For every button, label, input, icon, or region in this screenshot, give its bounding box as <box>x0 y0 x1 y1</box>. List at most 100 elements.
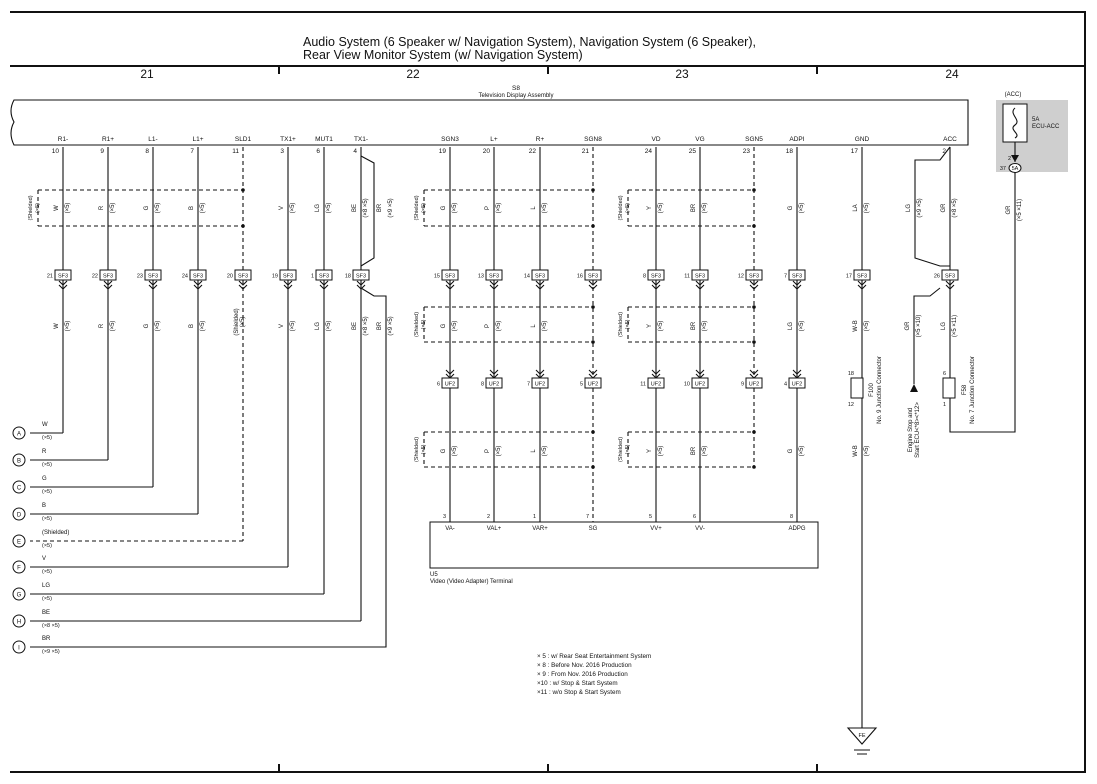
sf3-connector-pin: 11 <box>684 274 690 280</box>
assembly-pin-number: 18 <box>786 148 794 155</box>
ground-label: FE <box>858 733 865 739</box>
wire-color-label: BR <box>691 203 697 212</box>
sf3-connector-box <box>315 269 333 281</box>
shield-dot <box>752 188 756 192</box>
sf3-connector-label: SF3 <box>283 274 293 280</box>
junction-f100-name: No. 9 Junction Connector <box>877 356 883 424</box>
assembly-pin-label: GND <box>855 136 870 143</box>
assembly-pin-number: 7 <box>190 148 194 155</box>
junction-f100-pin-top: 18 <box>848 371 854 377</box>
arrow-icon <box>489 280 499 290</box>
arrow-icon <box>356 280 366 290</box>
sf3-connector-pin: 13 <box>478 274 484 280</box>
wire-code-label: (×5) <box>240 317 246 328</box>
video-adapter-pin-label: VV+ <box>650 526 662 532</box>
wire-color-label: G <box>441 323 447 328</box>
uf2-connector-pin: 11 <box>640 382 646 388</box>
uf2-connector-label: UF2 <box>792 382 802 388</box>
shield-outline <box>627 189 754 227</box>
wire-code-label: (×5) <box>496 446 502 457</box>
assembly-pin-label: R1+ <box>102 136 114 143</box>
engine-ecu-label-line2: Start ECU<*8><*12> <box>915 402 921 458</box>
wire <box>30 287 387 648</box>
wire-color-label: B <box>189 324 195 328</box>
terminal-circle <box>12 587 26 601</box>
junction-f100-pin-bottom: 12 <box>848 402 854 408</box>
wire-color-label: G <box>441 448 447 453</box>
video-adapter-pin-label: VAL+ <box>487 526 502 532</box>
shield-dot <box>591 430 595 434</box>
column-number: 22 <box>406 67 420 81</box>
wire-layer <box>30 146 1016 728</box>
wire-code-label: (×5) <box>110 203 116 214</box>
video-adapter-pin-number: 8 <box>790 514 793 520</box>
shield-label: (Shielded) <box>28 195 34 220</box>
television-display-assembly-box <box>10 99 969 146</box>
assembly-code: S8 <box>512 85 520 92</box>
sf3-connector-label: SF3 <box>695 274 705 280</box>
wire-color-label: G <box>441 205 447 210</box>
wire-code-label: (×5) <box>200 203 206 214</box>
wire-code-label: (×5) <box>542 321 548 332</box>
assembly-pin-number: 20 <box>483 148 491 155</box>
sf3-connector-pin: 16 <box>577 274 583 280</box>
terminal-wire-code: (×5) <box>42 435 52 441</box>
shield-dot <box>591 305 595 309</box>
wire-color-label: G <box>144 323 150 328</box>
junction-f58-name: No. 7 Junction Connector <box>970 356 976 424</box>
terminal-wire-code: (×5) <box>42 596 52 602</box>
wire-code-label: (×5) <box>290 321 296 332</box>
terminal-wire-color: R <box>42 449 47 455</box>
wire-code-label: (×5) <box>326 203 332 214</box>
shield-label: (Shielded) <box>414 312 420 337</box>
sf3-connector-pin: 12 <box>738 274 744 280</box>
terminal-id: D <box>17 513 22 519</box>
wire-color-label: G <box>144 205 150 210</box>
note-line: × 8 : Before Nov. 2016 Production <box>537 662 632 669</box>
ground-icon <box>846 727 878 755</box>
wire-code-label: (×5) <box>290 203 296 214</box>
shield-outline <box>627 431 754 468</box>
terminal-wire-color: BE <box>42 610 50 616</box>
wire-color-label: L <box>531 206 537 210</box>
assembly-pin-label: L1+ <box>192 136 203 143</box>
wire-code-label: (×5) <box>65 203 71 214</box>
shield-dot <box>752 224 756 228</box>
sf3-connector-box <box>54 269 72 281</box>
sf3-connector-pin: 20 <box>227 274 233 280</box>
assembly-pin-label: L1- <box>148 136 157 143</box>
sf3-connector-box <box>234 269 252 281</box>
uf2-connector-label: UF2 <box>749 382 759 388</box>
assembly-pins: R1-10R1+9L1-8L1+7SLD111TX1+3MUT16TX1-4SG… <box>52 136 957 155</box>
uf2-connector-pin: 7 <box>527 382 530 388</box>
terminal-wire-color: LG <box>42 583 50 589</box>
terminal-circle <box>12 426 26 440</box>
sf3-connector-label: SF3 <box>148 274 158 280</box>
terminal-circle <box>12 453 26 467</box>
sf3-connector-label: SF3 <box>103 274 113 280</box>
fuse-pin-side: 37 <box>1000 166 1006 172</box>
terminal-circle <box>12 614 26 628</box>
fuse-arrow-icon <box>1011 155 1019 162</box>
assembly-pin-label: TX1+ <box>280 136 296 143</box>
wire-color-label: Y <box>647 206 653 210</box>
diagram-title-line2: Rear View Monitor System (w/ Navigation … <box>303 48 583 62</box>
junction-f58-pin-top: 6 <box>943 371 946 377</box>
engine-ecu-arrow-icon <box>910 384 918 392</box>
arrow-icon <box>695 280 705 290</box>
wire-code-label: (×5) <box>658 321 664 332</box>
terminal-wire-code: (×5) <box>42 569 52 575</box>
column-number: 24 <box>945 67 959 81</box>
wire-code-label: (×5) <box>702 446 708 457</box>
terminal-id: I <box>18 646 20 652</box>
assembly-pin-label: ADPI <box>789 136 804 143</box>
wire-code-label: (×8 ×5) <box>363 316 369 335</box>
wire-code-label: (×5) <box>864 446 870 457</box>
video-adapter-pin-label: SG <box>589 526 598 532</box>
terminal-id: G <box>17 593 22 599</box>
wire-color-label: GR <box>1006 205 1012 215</box>
legend-notes: × 5 : w/ Rear Seat Entertainment System … <box>537 653 651 696</box>
sf3-connector-pin: 14 <box>524 274 530 280</box>
uf2-connector-pin: 8 <box>481 382 484 388</box>
sf3-connector-box <box>941 269 959 281</box>
